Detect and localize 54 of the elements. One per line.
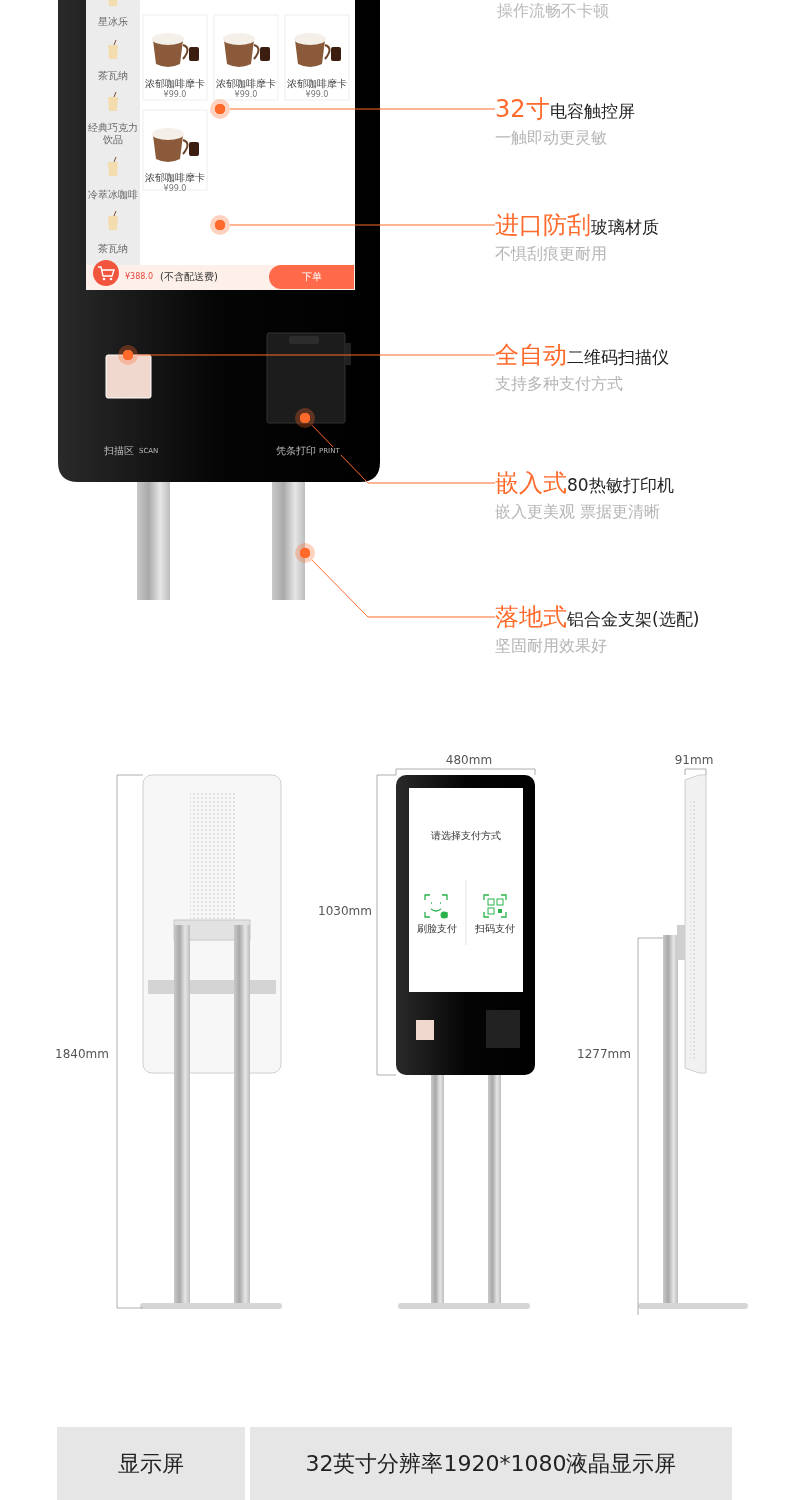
product-name: 浓郁咖啡摩卡 (144, 78, 206, 90)
note-text: 操作流畅不卡顿 (497, 1, 610, 21)
leader-line (229, 224, 496, 226)
callout-highlight: 落地式 (495, 603, 567, 631)
payment-option-label: 扫码支付 (474, 923, 516, 935)
callout-title: 电容触控屏 (549, 101, 635, 121)
callout-dot (210, 215, 230, 235)
category-label: 冷萃冰咖啡 (87, 189, 139, 201)
product-name: 浓郁咖啡摩卡 (144, 172, 206, 184)
callout-subtitle: 一触即动更灵敏 (495, 127, 608, 149)
callout-subtitle: 支持多种支付方式 (495, 373, 624, 395)
callout-dot (295, 408, 315, 428)
callout-title: 铝合金支架(选配) (567, 609, 700, 629)
product-price: ¥99.0 (162, 184, 188, 194)
fee-note: (不含配送费) (160, 271, 219, 283)
panel-label: 凭条打印 (276, 445, 317, 457)
payment-option-label: 刷脸支付 (416, 923, 458, 935)
callout-dot (295, 543, 315, 563)
callout-highlight: 进口防刮 (495, 211, 591, 239)
product-name: 浓郁咖啡摩卡 (286, 78, 348, 90)
category-label: 经典巧克力饮品 (88, 122, 138, 146)
order-button: 下单 (269, 265, 354, 289)
product-name: 浓郁咖啡摩卡 (215, 78, 277, 90)
callout-highlight: 全自动 (495, 341, 567, 369)
dimension-label: 91mm (674, 753, 714, 768)
dimension-label: 1277mm (577, 1047, 632, 1062)
callout-highlight: 32寸 (495, 95, 550, 123)
screen-heading: 请选择支付方式 (430, 830, 502, 842)
dimension-label: 480mm (444, 753, 494, 768)
callout-highlight: 嵌入式 (495, 469, 567, 497)
category-label: 茶瓦纳 (97, 243, 129, 255)
leader-line (229, 108, 496, 110)
callout-subtitle: 坚固耐用效果好 (495, 635, 608, 657)
callout-title: 80热敏打印机 (567, 475, 674, 495)
dimension-label: 1840mm (55, 1047, 110, 1062)
callout-subtitle: 不惧刮痕更耐用 (495, 243, 608, 265)
callout-title: 玻璃材质 (591, 217, 659, 237)
callout-title: 二维码扫描仪 (567, 347, 669, 367)
panel-label: 扫描区 (104, 445, 135, 457)
leader-line (311, 559, 496, 618)
callout-dot (118, 345, 138, 365)
product-price: ¥99.0 (233, 90, 259, 100)
callout-dot (210, 99, 230, 119)
category-label: 茶瓦纳 (97, 70, 129, 82)
leader-line (137, 354, 496, 356)
total-price: ¥388.0 (125, 272, 154, 282)
product-price: ¥99.0 (304, 90, 330, 100)
product-price: ¥99.0 (162, 90, 188, 100)
table-cell: 32英寸分辨率1920*1080液晶显示屏 (250, 1427, 732, 1500)
category-label: 星冰乐 (97, 16, 129, 28)
leader-line (311, 424, 496, 484)
dimension-label: 1030mm (318, 904, 373, 919)
callout-subtitle: 嵌入更美观 票据更清晰 (495, 501, 662, 523)
table-cell: 显示屏 (57, 1427, 245, 1500)
